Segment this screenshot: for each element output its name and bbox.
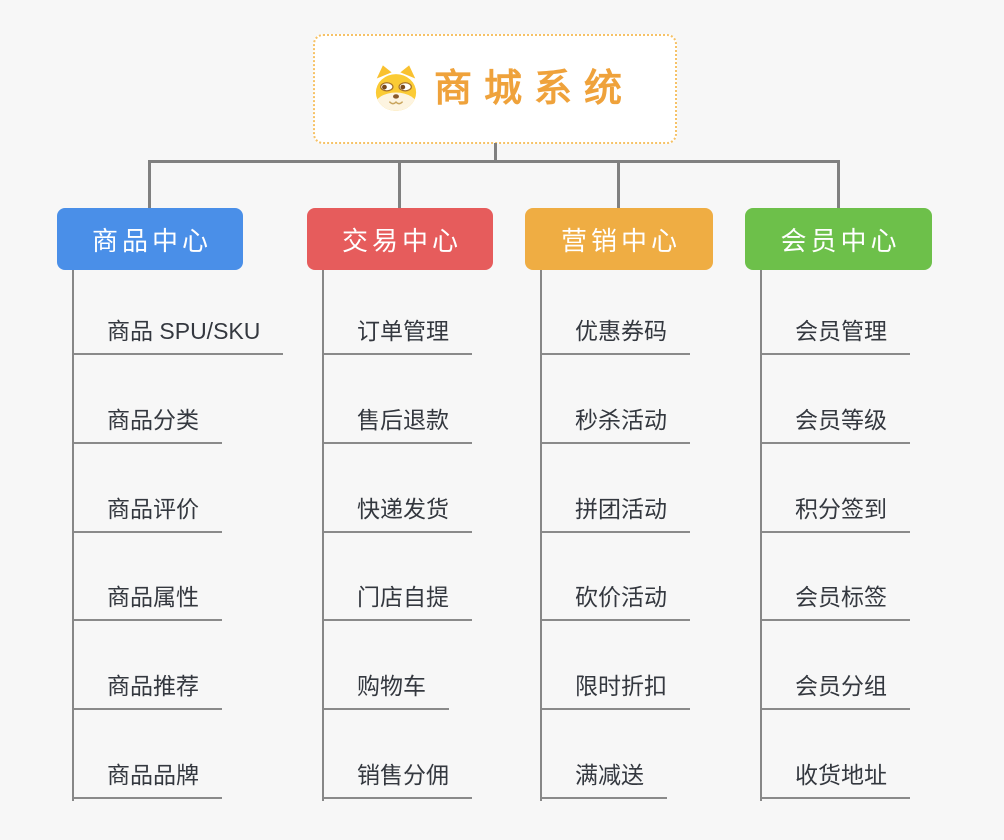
mindmap-leaf-node[interactable]: 购物车 [324,671,449,710]
branch-label: 商品中心 [91,225,212,256]
mindmap-leaf-node[interactable]: 拼团活动 [542,494,690,533]
branch-node-marketing-center[interactable]: 营销中心 [525,208,713,270]
leaf-label: 销售分佣 [357,762,449,788]
connector-bus [148,160,840,163]
connector-stub-branch-2 [398,162,401,209]
mindmap-leaf-node[interactable]: 积分签到 [762,494,910,533]
leaf-label: 快递发货 [357,496,449,522]
branch-node-trade-center[interactable]: 交易中心 [307,208,493,270]
mindmap-leaf-node[interactable]: 门店自提 [324,582,472,621]
leaf-label: 满减送 [575,762,644,788]
branch-column-marketing: 优惠券码秒杀活动拼团活动砍价活动限时折扣满减送 [540,270,792,801]
mindmap-leaf-node[interactable]: 优惠券码 [542,316,690,355]
mindmap-leaf-node[interactable]: 销售分佣 [324,760,472,799]
branch-column-product: 商品 SPU/SKU 商品分类商品评价商品属性商品推荐商品品牌 [72,270,324,801]
leaf-label: 商品评价 [107,496,199,522]
branch-column-member: 会员管理会员等级积分签到会员标签会员分组收货地址 [760,270,1004,801]
mindmap-leaf-node[interactable]: 限时折扣 [542,671,690,710]
mindmap-leaf-node[interactable]: 商品推荐 [74,671,222,710]
leaf-label: 秒杀活动 [575,407,667,433]
mindmap-leaf-node[interactable]: 满减送 [542,760,667,799]
mindmap-leaf-node[interactable]: 收货地址 [762,760,910,799]
mindmap-leaf-node[interactable]: 商品品牌 [74,760,222,799]
mindmap-leaf-node[interactable]: 会员管理 [762,316,910,355]
leaf-label: 门店自提 [357,584,449,610]
leaf-label: 砍价活动 [575,584,667,610]
leaf-label: 会员等级 [795,407,887,433]
mindmap-leaf-node[interactable]: 商品属性 [74,582,222,621]
leaf-label: 商品推荐 [107,673,199,699]
leaf-label: 商品 SPU/SKU [107,318,261,344]
leaf-label: 收货地址 [795,762,887,788]
mindmap-root-node[interactable]: 商城系统 [313,34,677,144]
connector-stub-branch-1 [148,162,151,209]
connector-stub-branch-4 [837,162,840,209]
leaf-label: 会员标签 [795,584,887,610]
branch-node-product-center[interactable]: 商品中心 [57,208,243,270]
branch-label: 会员中心 [780,225,901,256]
leaf-label: 限时折扣 [575,673,667,699]
leaf-label: 售后退款 [357,407,449,433]
branch-column-trade: 订单管理售后退款快递发货门店自提购物车销售分佣 [322,270,574,801]
branch-label: 营销中心 [560,225,681,256]
mindmap-leaf-node[interactable]: 砍价活动 [542,582,690,621]
leaf-label: 商品分类 [107,407,199,433]
leaf-label: 商品品牌 [107,762,199,788]
mindmap-leaf-node[interactable]: 秒杀活动 [542,405,690,444]
mindmap-leaf-node[interactable]: 会员分组 [762,671,910,710]
mindmap-leaf-node[interactable]: 订单管理 [324,316,472,355]
mindmap-leaf-node[interactable]: 会员等级 [762,405,910,444]
leaf-label: 拼团活动 [575,496,667,522]
mindmap-leaf-node[interactable]: 商品分类 [74,405,222,444]
connector-stub-branch-3 [617,162,620,209]
connector-root-stem [494,143,497,161]
mindmap-leaf-node[interactable]: 快递发货 [324,494,472,533]
mindmap-leaf-node[interactable]: 商品 SPU/SKU [74,316,284,355]
dog-face-icon [375,65,417,111]
leaf-label: 商品属性 [107,584,199,610]
leaf-label: 购物车 [357,673,426,699]
branch-node-member-center[interactable]: 会员中心 [745,208,932,270]
branch-label: 交易中心 [341,225,462,256]
mindmap-leaf-node[interactable]: 商品评价 [74,494,222,533]
leaf-label: 积分签到 [795,496,887,522]
leaf-label: 订单管理 [357,318,449,344]
root-title: 商城系统 [433,68,634,110]
mindmap-leaf-node[interactable]: 售后退款 [324,405,472,444]
leaf-label: 会员分组 [795,673,887,699]
leaf-label: 优惠券码 [575,318,667,344]
leaf-label: 会员管理 [795,318,887,344]
mindmap-leaf-node[interactable]: 会员标签 [762,582,910,621]
